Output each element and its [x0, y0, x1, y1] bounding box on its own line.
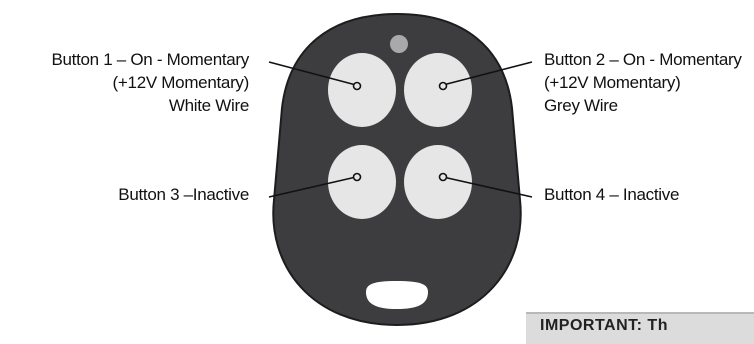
- button-1-point: [354, 83, 361, 90]
- button-3-label-line-1: Button 3 –Inactive: [118, 183, 249, 206]
- button-4-label: Button 4 – Inactive: [544, 183, 679, 206]
- button-2[interactable]: [404, 53, 472, 127]
- button-3-label: Button 3 –Inactive: [118, 183, 249, 206]
- button-2-label: Button 2 – On - Momentary (+12V Momentar…: [544, 48, 742, 117]
- button-3-point: [354, 174, 361, 181]
- important-note-text: IMPORTANT: Th: [540, 317, 668, 335]
- button-3[interactable]: [328, 145, 396, 219]
- button-2-point: [440, 83, 447, 90]
- button-2-label-line-2: (+12V Momentary): [544, 71, 742, 94]
- button-4-point: [440, 174, 447, 181]
- important-note-box: IMPORTANT: Th: [526, 312, 754, 344]
- button-1-label-line-1: Button 1 – On - Momentary: [51, 48, 249, 71]
- button-4-label-line-1: Button 4 – Inactive: [544, 183, 679, 206]
- button-2-label-line-1: Button 2 – On - Momentary: [544, 48, 742, 71]
- key-fob-body: [273, 14, 520, 325]
- button-1-label-line-2: (+12V Momentary): [51, 71, 249, 94]
- button-1[interactable]: [328, 53, 396, 127]
- button-2-label-line-3: Grey Wire: [544, 94, 742, 117]
- button-1-label-line-3: White Wire: [51, 94, 249, 117]
- keyring-slot: [366, 281, 428, 309]
- status-led: [390, 35, 408, 53]
- button-1-label: Button 1 – On - Momentary (+12V Momentar…: [51, 48, 249, 117]
